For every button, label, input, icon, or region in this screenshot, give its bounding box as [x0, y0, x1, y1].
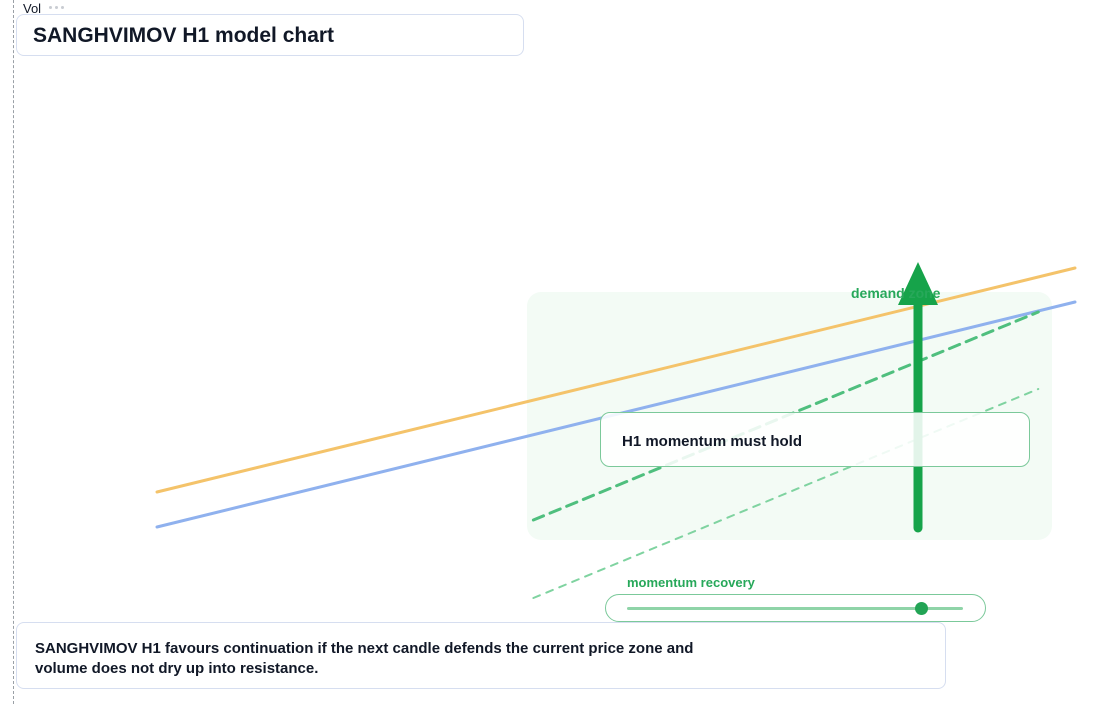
demand-arrow-head [898, 262, 938, 305]
volume-label: Vol [23, 1, 42, 16]
left-axis-rule [13, 0, 14, 704]
chart-title: SANGHVIMOV H1 model chart [33, 24, 335, 47]
volume-menu-icon[interactable] [49, 6, 64, 9]
momentum-callout-text: H1 momentum must hold [622, 433, 803, 450]
analysis-note-card: SANGHVIMOV H1 favours continuation if th… [16, 622, 946, 689]
title-card: SANGHVIMOV H1 model chart [16, 14, 524, 56]
momentum-callout: H1 momentum must hold [600, 412, 1030, 467]
momentum-slider-thumb[interactable] [915, 602, 929, 615]
analysis-note: SANGHVIMOV H1 favours continuation if th… [35, 640, 694, 677]
demand-zone-label: demand zone [851, 285, 941, 301]
momentum-slider[interactable] [605, 594, 986, 622]
momentum-slider-label: momentum recovery [627, 575, 755, 590]
momentum-slider-track [627, 607, 963, 610]
